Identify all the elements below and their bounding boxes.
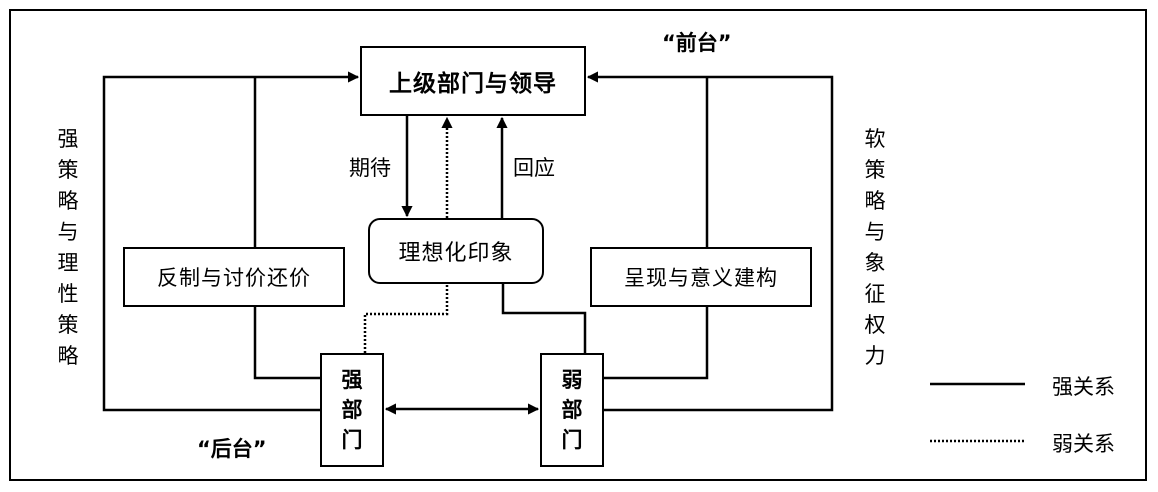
strong-dept-dotted-connector bbox=[363, 284, 449, 353]
right-outer-connector bbox=[586, 71, 834, 412]
strong-department-node: 强部门 bbox=[320, 353, 384, 467]
diagram-frame bbox=[9, 9, 1147, 481]
idealized-impression-label: 理想化印象 bbox=[398, 241, 514, 266]
right-side-strategy-label: 软策略与象征权力 bbox=[864, 127, 886, 368]
back-stage-label: “后台” bbox=[197, 437, 267, 461]
respond-label: 回应 bbox=[513, 156, 555, 180]
front-stage-label: “前台” bbox=[662, 31, 732, 55]
right-box-down-connector bbox=[604, 307, 709, 380]
left-outer-connector bbox=[102, 71, 360, 412]
legend-strong-label: 强关系 bbox=[1052, 375, 1115, 399]
weak-department-label: 弱部门 bbox=[561, 368, 583, 452]
superior-leadership-node: 上级部门与领导 bbox=[360, 46, 586, 116]
presentation-meaning-node: 呈现与意义建构 bbox=[590, 247, 812, 307]
weak-dept-connector bbox=[501, 284, 587, 353]
left-side-strategy-label: 强策略与理性策略 bbox=[57, 127, 79, 368]
left-box-down-connector bbox=[253, 307, 320, 380]
idealized-impression-node: 理想化印象 bbox=[368, 218, 544, 284]
superior-leadership-label: 上级部门与领导 bbox=[389, 71, 557, 97]
strong-department-label: 强部门 bbox=[341, 368, 363, 452]
counter-bargain-node: 反制与讨价还价 bbox=[123, 247, 345, 307]
presentation-meaning-label: 呈现与意义建构 bbox=[624, 266, 778, 290]
weak-department-node: 弱部门 bbox=[540, 353, 604, 467]
legend-weak-label: 弱关系 bbox=[1052, 432, 1115, 456]
counter-bargain-label: 反制与讨价还价 bbox=[157, 266, 311, 290]
expect-label: 期待 bbox=[349, 156, 391, 180]
